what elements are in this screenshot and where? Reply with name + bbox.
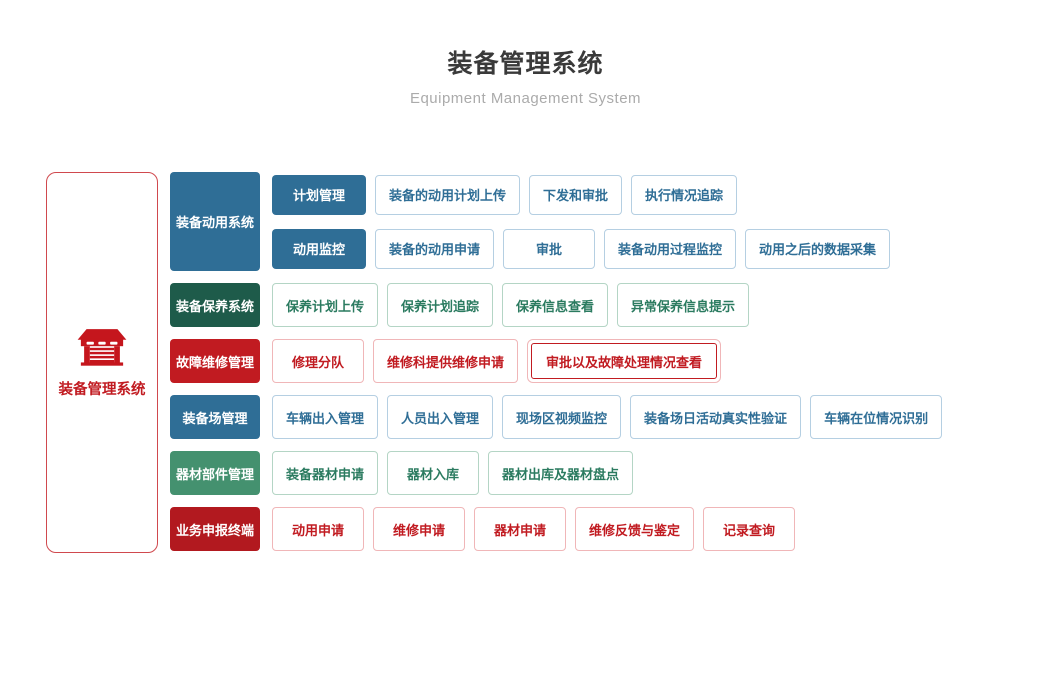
module-row: 业务申报终端动用申请维修申请器材申请维修反馈与鉴定记录查询 (170, 507, 942, 551)
feature-node: 装备场日活动真实性验证 (630, 395, 802, 439)
feature-node: 装备的动用申请 (375, 228, 495, 269)
category-node: 装备场管理 (170, 395, 260, 439)
sub-branch-row: 计划管理装备的动用计划上传下发和审批执行情况追踪 (272, 174, 890, 215)
category-node: 装备保养系统 (170, 283, 260, 327)
sub-category-node: 动用监控 (272, 228, 366, 269)
module-row: 装备保养系统保养计划上传保养计划追踪保养信息查看异常保养信息提示 (170, 283, 942, 327)
feature-node: 装备的动用计划上传 (375, 174, 521, 215)
sub-branch-column: 计划管理装备的动用计划上传下发和审批执行情况追踪动用监控装备的动用申请审批装备动… (272, 172, 891, 271)
module-row: 器材部件管理装备器材申请器材入库器材出库及器材盘点 (170, 451, 942, 495)
feature-node: 现场区视频监控 (502, 395, 622, 439)
feature-node: 动用申请 (272, 507, 364, 551)
sub-category-node: 计划管理 (272, 174, 366, 215)
feature-node: 维修科提供维修申请 (373, 339, 519, 383)
feature-node: 人员出入管理 (387, 395, 494, 439)
feature-node: 记录查询 (703, 507, 796, 551)
feature-node: 保养计划追踪 (387, 283, 494, 327)
root-node: 装备管理系统 (46, 172, 158, 553)
feature-node: 维修申请 (373, 507, 465, 551)
feature-node: 保养信息查看 (502, 283, 609, 327)
feature-node: 执行情况追踪 (631, 174, 738, 215)
feature-node: 下发和审批 (529, 174, 623, 215)
feature-node: 器材申请 (474, 507, 566, 551)
category-node: 装备动用系统 (170, 172, 260, 271)
page-subtitle: Equipment Management System (409, 90, 642, 107)
feature-node: 车辆出入管理 (272, 395, 379, 439)
feature-node: 维修反馈与鉴定 (575, 507, 695, 551)
feature-node: 异常保养信息提示 (617, 283, 750, 327)
feature-node: 修理分队 (272, 339, 364, 383)
feature-node: 审批 (503, 228, 596, 269)
feature-node: 保养计划上传 (272, 283, 379, 327)
system-diagram: 装备管理系统 装备动用系统计划管理装备的动用计划上传下发和审批执行情况追踪动用监… (0, 44, 1051, 680)
sub-branch-row: 动用监控装备的动用申请审批装备动用过程监控动用之后的数据采集 (272, 228, 891, 269)
feature-node: 装备器材申请 (272, 451, 379, 495)
feature-node: 审批以及故障处理情况查看 (527, 339, 722, 383)
feature-node-inner: 审批以及故障处理情况查看 (531, 343, 718, 379)
module-row: 故障维修管理修理分队维修科提供维修申请审批以及故障处理情况查看 (170, 339, 942, 383)
category-node: 业务申报终端 (170, 507, 260, 551)
feature-node: 装备动用过程监控 (604, 228, 737, 269)
category-node: 故障维修管理 (170, 339, 260, 383)
warehouse-icon (77, 329, 127, 366)
category-node: 器材部件管理 (170, 451, 260, 495)
module-tree: 装备动用系统计划管理装备的动用计划上传下发和审批执行情况追踪动用监控装备的动用申… (170, 172, 943, 551)
feature-node: 车辆在位情况识别 (810, 395, 943, 439)
feature-node: 器材入库 (387, 451, 480, 495)
module-row: 装备动用系统计划管理装备的动用计划上传下发和审批执行情况追踪动用监控装备的动用申… (170, 172, 942, 271)
feature-node: 动用之后的数据采集 (745, 228, 891, 269)
root-node-label: 装备管理系统 (58, 382, 146, 398)
module-row: 装备场管理车辆出入管理人员出入管理现场区视频监控装备场日活动真实性验证车辆在位情… (170, 395, 943, 439)
feature-node: 器材出库及器材盘点 (488, 451, 634, 495)
page-title: 装备管理系统 (447, 50, 604, 78)
